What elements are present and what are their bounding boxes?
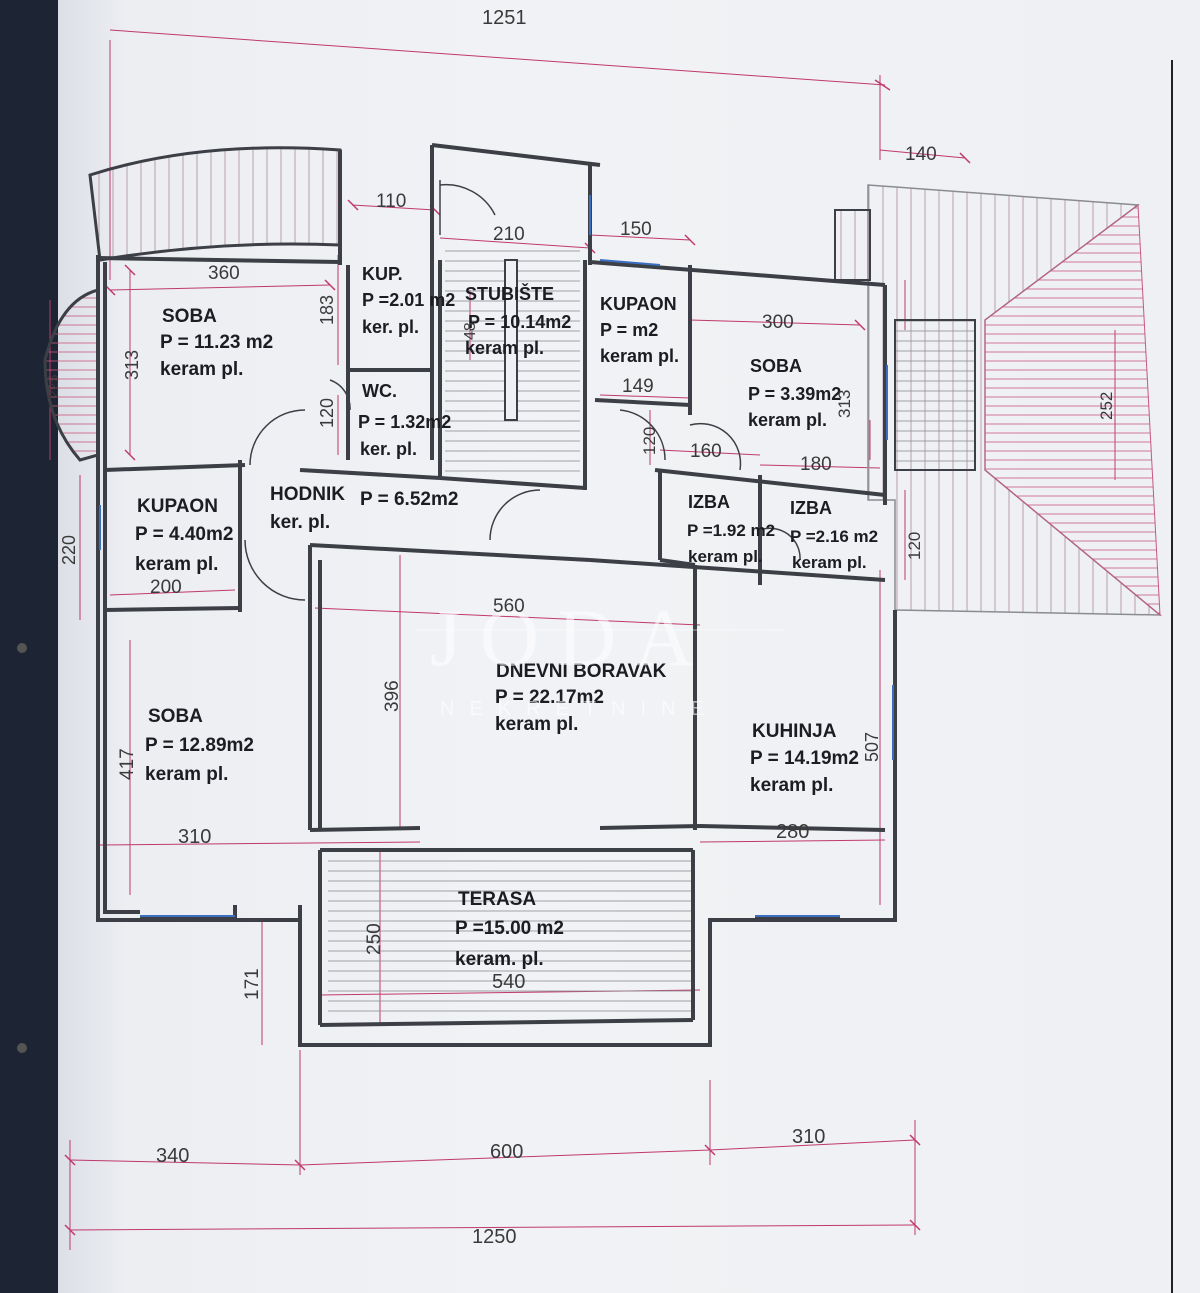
dimension-label: 210 (493, 224, 525, 245)
room-area: P = 14.19m2 (750, 748, 859, 769)
dimension-label: 313 (835, 390, 854, 418)
dimension-label: 150 (620, 219, 652, 240)
room-floor: ker. pl. (362, 317, 419, 337)
room-name: SOBA (148, 706, 203, 727)
room-area: P =1.92 m2 (687, 521, 775, 540)
dimension-label: 396 (382, 680, 403, 712)
room-name: SOBA (750, 356, 802, 376)
top-porch (88, 146, 342, 262)
dimension-label: 360 (208, 263, 240, 284)
room-floor: keram pl. (750, 775, 833, 796)
room-floor: keram pl. (495, 714, 578, 735)
doors (244, 180, 801, 601)
room-name: SOBA (162, 306, 217, 327)
room-floor: ker. pl. (270, 512, 330, 533)
room-name: STUBIŠTE (465, 283, 554, 304)
left-balcony (43, 288, 100, 462)
room-name: DNEVNI BORAVAK (496, 661, 667, 682)
dimension-label: 1250 (472, 1226, 517, 1248)
room-area: P = 6.52m2 (360, 489, 458, 510)
dimension-label: 507 (862, 732, 882, 762)
dimension-label: 1251 (482, 7, 527, 29)
room-area: P =2.01 m2 (362, 290, 455, 310)
dimension-label: 140 (905, 144, 937, 165)
watermark-brand: JODA (430, 592, 712, 683)
room-name: KUHINJA (752, 721, 837, 742)
room-name: KUP. (362, 264, 403, 284)
room-floor: keram. pl. (455, 949, 544, 970)
room-name: IZBA (688, 492, 730, 512)
room-name: HODNIK (270, 484, 345, 505)
binder-rings (17, 643, 27, 1053)
room-name: TERASA (458, 889, 536, 910)
room-labels: SOBA P = 11.23 m2 keram pl. KUP. P =2.01… (135, 264, 878, 970)
dimension-label: 252 (1097, 392, 1116, 420)
dimension-label: 180 (800, 454, 832, 475)
room-area: P = 1.32m2 (358, 412, 451, 432)
windows (99, 195, 894, 917)
room-area: P = 3.39m2 (748, 384, 841, 404)
room-area: P = 4.40m2 (135, 524, 233, 545)
room-name: KUPAON (600, 294, 677, 314)
dimension-label: 225 (45, 374, 61, 398)
terrace-stairs (328, 850, 693, 1020)
dimension-label: 110 (376, 191, 406, 212)
watermark-sub: NEKRETNINE (440, 698, 719, 720)
dimension-label: 280 (776, 821, 809, 843)
watermark: JODA NEKRETNINE (415, 592, 785, 720)
dimension-label: 149 (622, 376, 654, 397)
room-area: P = 12.89m2 (145, 735, 254, 756)
dimension-label: 250 (364, 923, 385, 955)
dimension-labels: 1251 140 110 210 150 360 183 313 300 149… (45, 7, 1116, 1248)
room-area: P = m2 (600, 320, 658, 340)
room-area: P =15.00 m2 (455, 918, 564, 939)
room-area: P =2.16 m2 (790, 527, 878, 546)
dimension-label: 417 (117, 748, 138, 780)
room-name: WC. (362, 381, 397, 401)
dimension-label: 120 (905, 532, 924, 560)
room-floor: keram pl. (465, 338, 544, 358)
dimension-label: 183 (317, 295, 337, 325)
dimension-label: 540 (492, 971, 525, 993)
dimension-label: 48 (462, 322, 479, 340)
dimension-label: 560 (493, 596, 525, 617)
dimension-label: 120 (640, 427, 659, 455)
dimension-label: 220 (59, 535, 79, 565)
room-floor: keram pl. (748, 410, 827, 430)
room-name: IZBA (790, 498, 832, 518)
dimension-label: 171 (242, 968, 263, 1000)
room-floor: keram pl. (792, 553, 867, 572)
room-floor: keram pl. (135, 554, 218, 575)
room-area: P = 11.23 m2 (160, 332, 273, 353)
room-floor: keram pl. (688, 547, 763, 566)
dimension-label: 120 (317, 398, 337, 428)
stairwell (445, 250, 580, 480)
dimension-label: 313 (122, 350, 142, 380)
dimension-label: 340 (156, 1145, 189, 1167)
room-floor: keram pl. (145, 764, 228, 785)
dimension-label: 310 (178, 826, 211, 848)
room-area: P = 22.17m2 (495, 687, 604, 708)
walls (96, 143, 897, 1047)
dimension-label: 300 (762, 312, 794, 333)
dimension-label: 310 (792, 1126, 825, 1148)
dimension-label: 600 (490, 1141, 523, 1163)
room-floor: keram pl. (600, 346, 679, 366)
right-roof (834, 184, 1163, 617)
dimension-label: 160 (690, 441, 722, 462)
room-name: KUPAON (137, 496, 218, 517)
room-floor: keram pl. (160, 359, 243, 380)
room-area: P = 10.14m2 (468, 312, 571, 332)
room-floor: ker. pl. (360, 439, 417, 459)
dimension-label: 200 (150, 577, 182, 598)
